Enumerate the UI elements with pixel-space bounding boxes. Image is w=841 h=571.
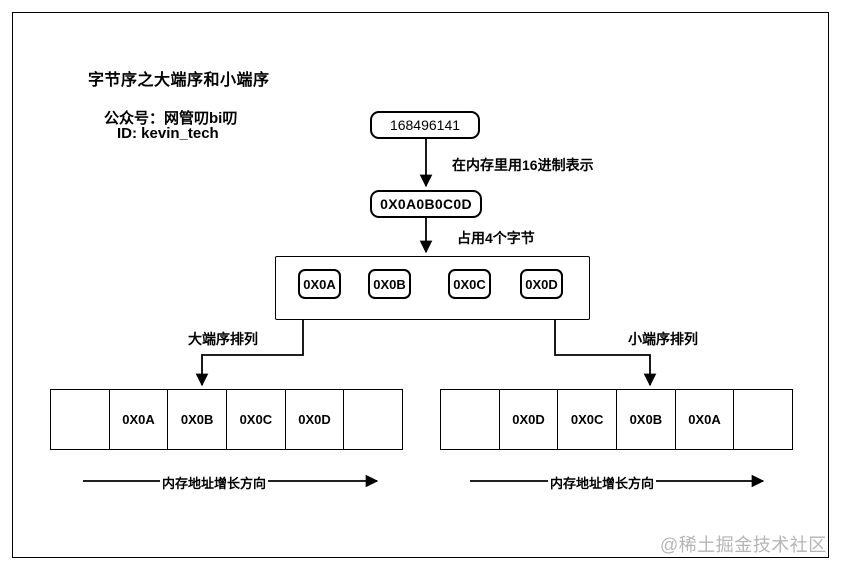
- big-endian-cell-3: 0X0C: [226, 390, 285, 449]
- decimal-value-box: 168496141: [370, 111, 480, 139]
- memory-direction-label-right: 内存地址增长方向: [548, 473, 657, 492]
- watermark-text: @稀土掘金技术社区: [660, 535, 827, 555]
- hex-conversion-label: 在内存里用16进制表示: [452, 157, 594, 173]
- byte-box-0: 0X0A: [298, 269, 341, 299]
- little-endian-cell-3: 0X0B: [616, 390, 675, 449]
- hex-value-text: 0X0A0B0C0D: [380, 196, 472, 212]
- big-endian-cell-5: [343, 390, 402, 449]
- four-bytes-label: 占用4个字节: [457, 230, 535, 246]
- memory-direction-label-left: 内存地址增长方向: [160, 473, 269, 492]
- page-title: 字节序之大端序和小端序: [88, 72, 270, 89]
- little-endian-memory-row: 0X0D 0X0C 0X0B 0X0A: [440, 389, 793, 450]
- big-endian-cell-0: [51, 390, 109, 449]
- account-id-label: ID: kevin_tech: [117, 125, 219, 142]
- byte-box-2: 0X0C: [448, 269, 491, 299]
- big-endian-cell-1: 0X0A: [108, 390, 168, 449]
- wechat-account-label: 公众号：网管叨bi叨: [104, 110, 238, 127]
- outer-border: [12, 12, 829, 558]
- little-endian-cell-4: 0X0A: [674, 390, 734, 449]
- decimal-value-text: 168496141: [389, 117, 461, 133]
- byte-container: 0X0A 0X0B 0X0C 0X0D: [275, 256, 590, 320]
- little-endian-cell-2: 0X0C: [557, 390, 616, 449]
- big-endian-memory-row: 0X0A 0X0B 0X0C 0X0D: [50, 389, 403, 450]
- little-endian-cell-5: [733, 390, 792, 449]
- big-endian-cell-2: 0X0B: [167, 390, 226, 449]
- byte-box-1: 0X0B: [368, 269, 411, 299]
- byte-box-3: 0X0D: [520, 269, 563, 299]
- little-endian-cell-1: 0X0D: [498, 390, 558, 449]
- little-endian-branch-label: 小端序排列: [628, 331, 698, 347]
- big-endian-branch-label: 大端序排列: [188, 331, 258, 347]
- hex-value-box: 0X0A0B0C0D: [370, 190, 482, 218]
- big-endian-cell-4: 0X0D: [284, 390, 344, 449]
- little-endian-cell-0: [441, 390, 499, 449]
